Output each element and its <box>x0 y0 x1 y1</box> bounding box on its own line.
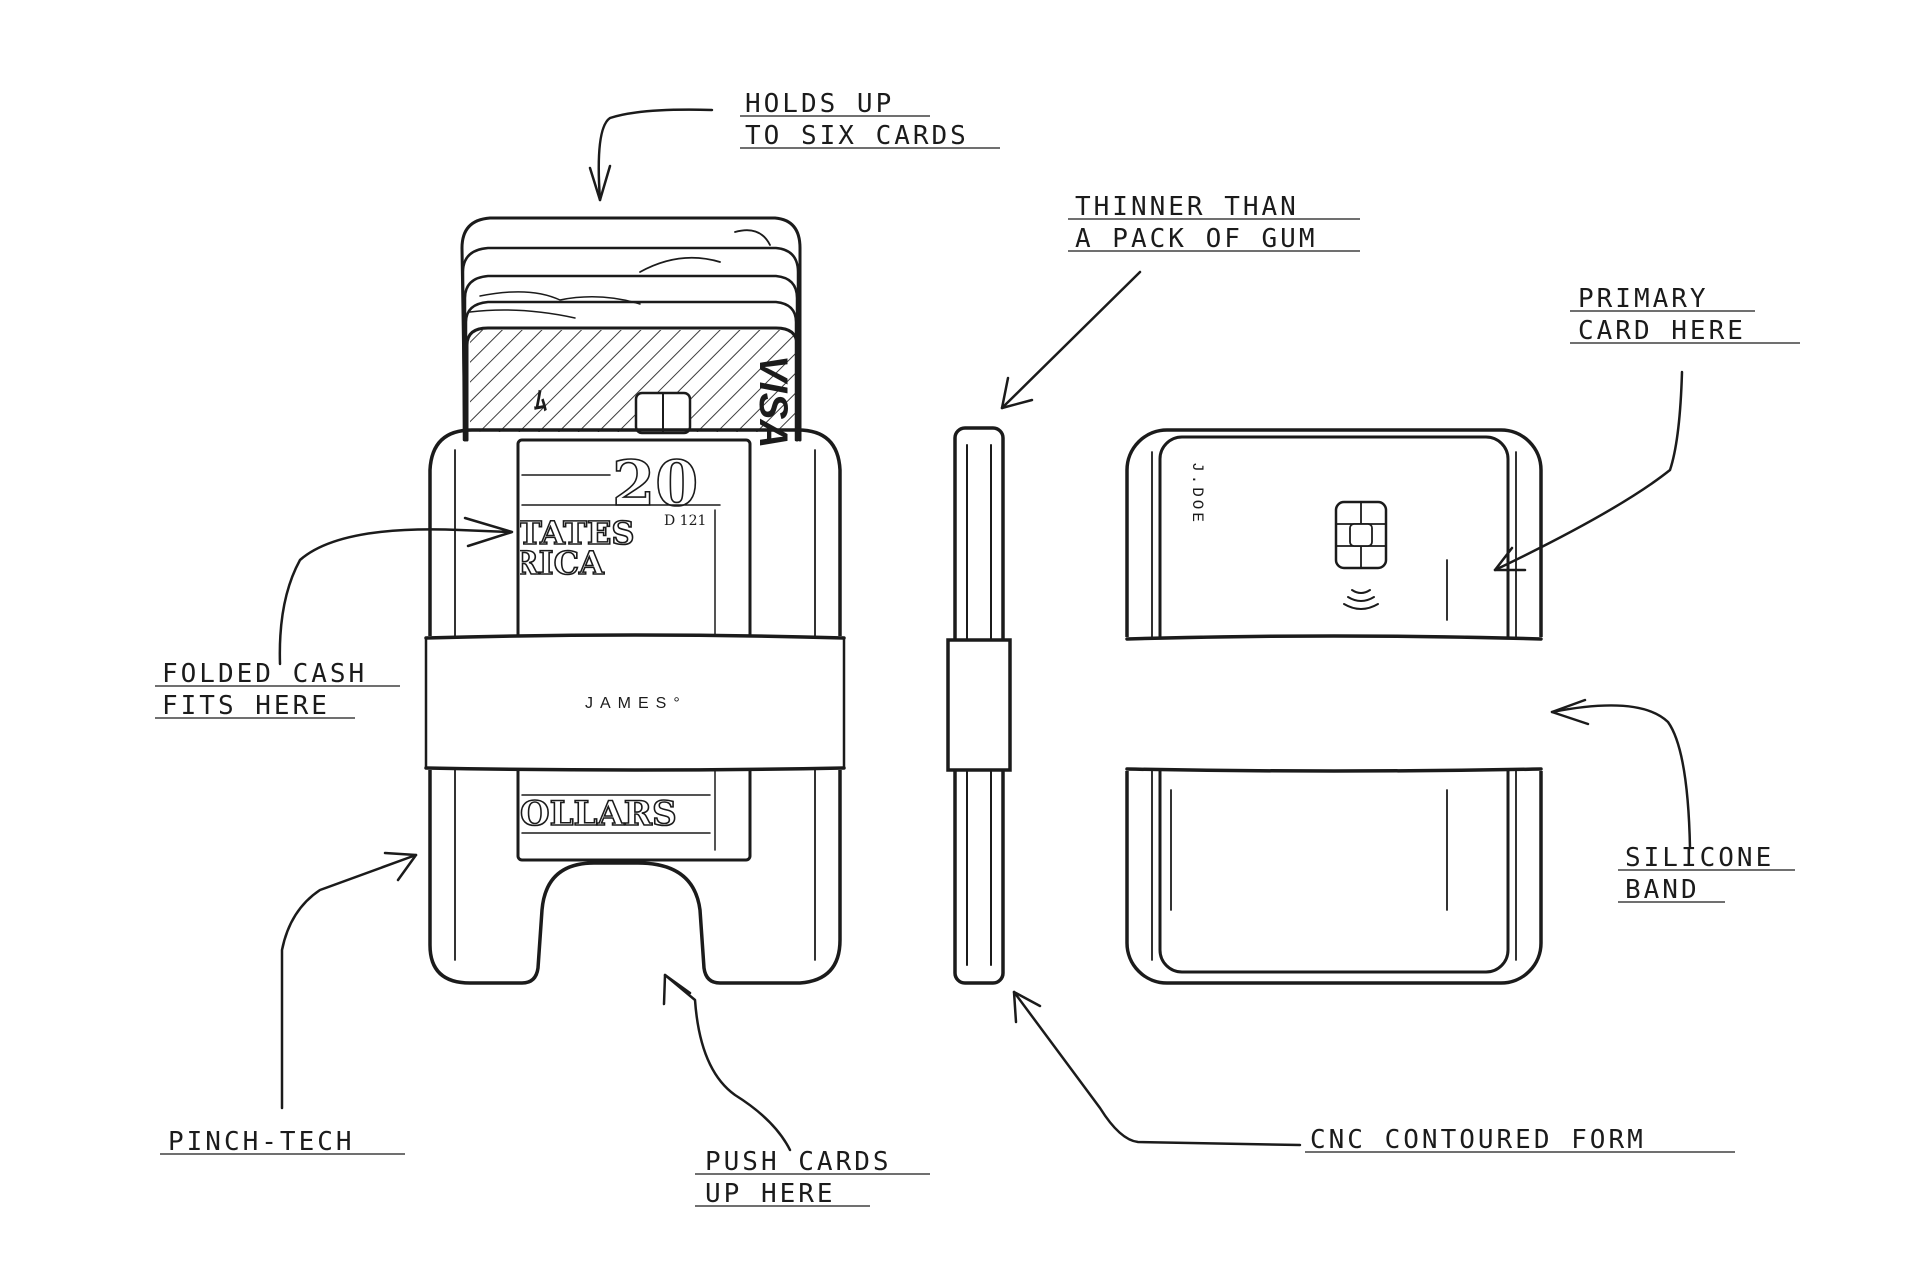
svg-text:CARD HERE: CARD HERE <box>1578 316 1746 346</box>
card-name: J.DOE <box>1188 462 1206 525</box>
callout-silicone: SILICONE BAND <box>1618 843 1795 905</box>
callout-push-cards: PUSH CARDS UP HERE <box>695 1147 930 1209</box>
bill-serial: D 121 <box>664 513 706 529</box>
svg-text:FITS HERE: FITS HERE <box>162 691 330 721</box>
side-silicone-band <box>946 638 1012 772</box>
bill-text-rica: RICA <box>512 544 605 582</box>
front-wallet: VISA ﾑ 20 D 121 TATES RICA OLLARS <box>424 216 846 985</box>
svg-text:BAND: BAND <box>1625 875 1700 905</box>
callout-cnc: CNC CONTOURED FORM <box>1305 1125 1735 1155</box>
arrow-icon <box>1012 990 1302 1147</box>
svg-text:UP HERE: UP HERE <box>705 1179 836 1209</box>
side-wallet <box>946 426 1012 985</box>
chip-icon <box>1334 500 1388 570</box>
arrow-icon <box>1550 704 1692 850</box>
card-glyph: ﾑ <box>534 386 547 416</box>
svg-text:CNC CONTOURED FORM: CNC CONTOURED FORM <box>1310 1125 1646 1155</box>
brand-label: JAMES° <box>585 695 687 712</box>
svg-text:FOLDED CASH: FOLDED CASH <box>162 659 367 689</box>
arrow-icon <box>1493 370 1684 572</box>
svg-text:PINCH-TECH: PINCH-TECH <box>168 1127 355 1157</box>
svg-text:SILICONE: SILICONE <box>1625 843 1774 873</box>
callout-folded-cash: FOLDED CASH FITS HERE <box>155 659 400 721</box>
bill-text-ollars: OLLARS <box>520 794 677 834</box>
callout-pinch-tech: PINCH-TECH <box>160 1127 405 1157</box>
callout-holds-up: HOLDS UP TO SIX CARDS <box>740 89 1000 151</box>
arrow-icon <box>1000 270 1142 410</box>
bill-text-tates: TATES <box>518 514 634 552</box>
arrow-icon <box>597 108 714 202</box>
card-brand-visa: VISA <box>751 355 795 448</box>
back-silicone-band <box>1125 637 1543 771</box>
front-silicone-band <box>424 636 846 770</box>
arrow-icon <box>663 973 792 1152</box>
back-wallet: J.DOE <box>1125 428 1543 985</box>
arrow-icon <box>278 528 512 666</box>
contactless-icon <box>1343 589 1379 610</box>
callout-primary: PRIMARY CARD HERE <box>1570 284 1800 346</box>
svg-text:THINNER THAN: THINNER THAN <box>1075 192 1299 222</box>
svg-text:A PACK OF GUM: A PACK OF GUM <box>1075 224 1318 254</box>
bill-value-20: 20 <box>612 447 698 520</box>
front-wallet-body <box>428 428 842 985</box>
svg-text:PRIMARY: PRIMARY <box>1578 284 1709 314</box>
arrow-icon <box>280 853 418 1110</box>
svg-text:HOLDS UP: HOLDS UP <box>745 89 894 119</box>
card-stack: VISA ﾑ <box>460 216 802 448</box>
callout-thinner: THINNER THAN A PACK OF GUM <box>1068 192 1360 254</box>
svg-text:TO SIX CARDS: TO SIX CARDS <box>745 121 969 151</box>
svg-text:PUSH CARDS: PUSH CARDS <box>705 1147 892 1177</box>
callout-arrows <box>278 108 1692 1152</box>
